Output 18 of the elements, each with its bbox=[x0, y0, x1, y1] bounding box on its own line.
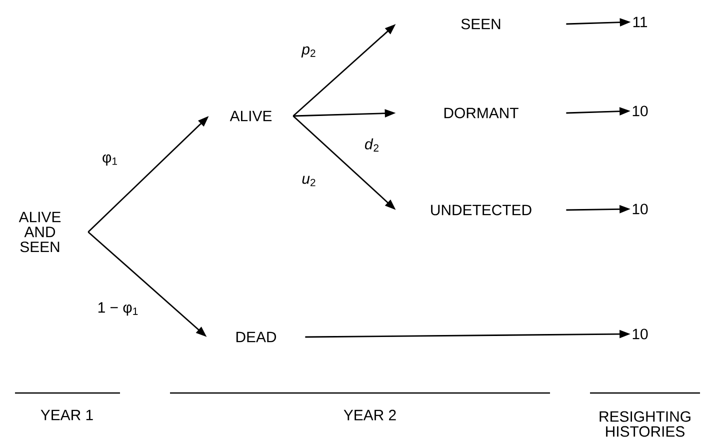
section-label: RESIGHTING HISTORIES bbox=[600, 411, 690, 437]
edge-label: φ$_{1}$ bbox=[101, 153, 119, 167]
edge-label: p$_{2}$ bbox=[300, 45, 318, 59]
edge-label: u$_{2}$ bbox=[300, 174, 318, 188]
node-text: 10 bbox=[632, 106, 648, 116]
node-text: DORMANT bbox=[444, 108, 518, 118]
node-text: ALIVE AND SEEN bbox=[18, 212, 61, 252]
node-text: DEAD bbox=[236, 332, 276, 342]
section-label: YEAR 1 bbox=[40, 410, 93, 420]
node-text: UNDETECTED bbox=[431, 204, 532, 216]
node-text: ALIVE bbox=[230, 110, 272, 122]
node-text: 10 bbox=[632, 328, 648, 340]
edge-label: 1 − φ$_{1}$ bbox=[96, 301, 140, 317]
edge-label: d$_{2}$ bbox=[364, 137, 380, 153]
node-text: SEEN bbox=[461, 18, 500, 30]
node-text: 11 bbox=[633, 16, 648, 28]
section-label: YEAR 2 bbox=[344, 410, 396, 420]
node-text: 10 bbox=[632, 204, 648, 214]
